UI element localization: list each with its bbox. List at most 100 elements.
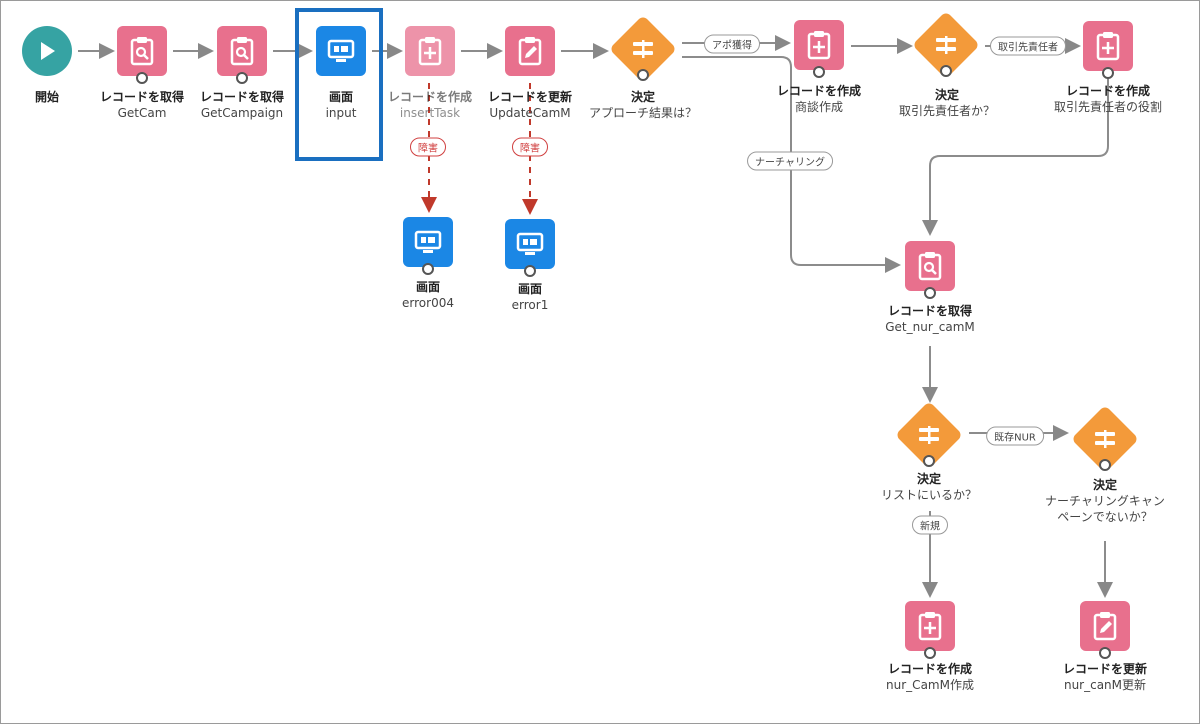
node-title: 決定 [916, 472, 942, 486]
start-label: 開始 [35, 89, 59, 105]
fault-label-updatecam[interactable]: 障害 [512, 137, 548, 157]
node-api-name: 取引先責任者の役割 [1053, 100, 1163, 114]
node-port[interactable] [940, 65, 952, 77]
node-api-name: リストにいるか？ [880, 488, 978, 502]
update-record-node-nur-canm[interactable] [1080, 601, 1130, 659]
node-title: レコードを取得 [199, 90, 285, 104]
node-port[interactable] [924, 287, 936, 299]
node-port[interactable] [1099, 647, 1111, 659]
update-record-icon [1093, 612, 1117, 641]
node-port[interactable] [524, 265, 536, 277]
connector-label-contact[interactable]: 取引先責任者 [990, 36, 1066, 56]
node-api-name: 取引先責任者か？ [898, 104, 996, 118]
node-label: 決定 取引先責任者か？ [899, 87, 995, 119]
node-title: 画面 [328, 90, 353, 104]
node-api-name: GetCam [117, 106, 167, 120]
node-port[interactable] [136, 72, 148, 84]
node-api-name: 商談作成 [794, 100, 844, 114]
get-records-icon [918, 252, 942, 281]
node-api-name: Get_nur_camM [885, 320, 975, 334]
node-api-name: GetCampaign [200, 106, 284, 120]
decision-node-nurturing-campaign[interactable] [1071, 405, 1139, 473]
node-title: レコードを作成 [887, 662, 973, 676]
node-title: 決定 [934, 88, 960, 102]
screen-icon [414, 230, 442, 253]
node-api-name: アプローチ結果は？ [588, 106, 698, 120]
node-port[interactable] [813, 66, 825, 78]
connector-label-existing[interactable]: 既存NUR [986, 426, 1044, 446]
node-title: レコードを取得 [99, 90, 185, 104]
node-title: 画面 [517, 282, 542, 296]
node-api-name: input [325, 106, 357, 120]
node-title: レコードを作成 [387, 90, 473, 104]
node-title: 開始 [34, 90, 60, 104]
decision-icon [1081, 415, 1129, 463]
node-api-name: insertTask [399, 106, 461, 120]
screen-node-input[interactable] [316, 26, 366, 76]
selected-node-highlight [295, 8, 383, 161]
node-port[interactable] [1102, 67, 1114, 79]
node-port[interactable] [924, 647, 936, 659]
edge-create-role-get-nur [922, 77, 1109, 236]
node-port[interactable] [422, 263, 434, 275]
node-port[interactable] [923, 455, 935, 467]
node-label: レコードを取得 GetCam [100, 89, 184, 121]
node-label: レコードを作成 取引先責任者の役割 [1054, 83, 1162, 115]
play-icon [41, 42, 55, 60]
connector-label-appo[interactable]: アポ獲得 [704, 34, 760, 54]
node-label: レコードを作成 nur_CamM作成 [886, 661, 974, 693]
fault-label-inserttask[interactable]: 障害 [410, 137, 446, 157]
node-label: 画面 error004 [402, 279, 454, 311]
node-api-name: nur_CamM作成 [886, 678, 974, 692]
screen-node-error004[interactable] [403, 217, 453, 275]
create-record-node-contact-role[interactable] [1083, 21, 1133, 79]
create-record-node-inserttask[interactable] [405, 26, 455, 76]
node-title: 決定 [1092, 478, 1117, 492]
node-title: 画面 [415, 280, 440, 294]
create-record-icon [807, 31, 831, 60]
get-records-icon [230, 37, 254, 66]
connector-label-nurturing[interactable]: ナーチャリング [747, 151, 833, 171]
update-record-node-updatecamm[interactable] [505, 26, 555, 76]
node-label: レコードを更新 UpdateCamM [488, 89, 572, 121]
create-record-node-deal[interactable] [794, 20, 844, 78]
decision-node-contact[interactable] [912, 11, 980, 79]
node-label: 画面 error1 [512, 281, 549, 313]
get-records-icon [130, 37, 154, 66]
get-record-node-getcampaign[interactable] [217, 26, 267, 84]
node-label: 画面 input [326, 89, 357, 121]
node-label: レコードを作成 商談作成 [777, 83, 861, 115]
create-record-icon [418, 37, 442, 66]
node-api-name: UpdateCamM [489, 106, 571, 120]
create-record-node-nur-camm[interactable] [905, 601, 955, 659]
node-port[interactable] [637, 69, 649, 81]
decision-icon [619, 25, 667, 73]
node-api-name: nur_canM更新 [1063, 678, 1147, 692]
node-label: 決定 アプローチ結果は？ [589, 89, 697, 121]
node-label: レコードを作成 insertTask [388, 89, 472, 121]
screen-icon [327, 39, 355, 62]
node-title: レコードを作成 [1065, 84, 1151, 98]
create-record-icon [1096, 32, 1120, 61]
node-label: 決定 ナーチャリングキャンペーンでないか？ [1040, 477, 1170, 525]
node-port[interactable] [236, 72, 248, 84]
node-label: 決定 リストにいるか？ [881, 471, 977, 503]
start-node[interactable] [22, 26, 72, 76]
decision-icon [922, 21, 970, 69]
node-port[interactable] [1099, 459, 1111, 471]
get-record-node-get-nur-camm[interactable] [905, 241, 955, 299]
node-label: レコードを取得 GetCampaign [200, 89, 284, 121]
create-record-icon [918, 612, 942, 641]
node-label: レコードを更新 nur_canM更新 [1063, 661, 1147, 693]
decision-node-in-list[interactable] [895, 401, 963, 469]
node-api-name: error004 [402, 296, 454, 310]
screen-node-error1[interactable] [505, 219, 555, 277]
node-api-name: ナーチャリングキャンペーンでないか？ [1045, 494, 1165, 524]
get-record-node-getcam[interactable] [117, 26, 167, 84]
node-title: 決定 [630, 90, 656, 104]
decision-node-approach[interactable] [609, 15, 677, 83]
node-api-name: error1 [511, 298, 549, 312]
node-title: レコードを更新 [1062, 662, 1148, 676]
connector-label-new[interactable]: 新規 [912, 515, 948, 535]
